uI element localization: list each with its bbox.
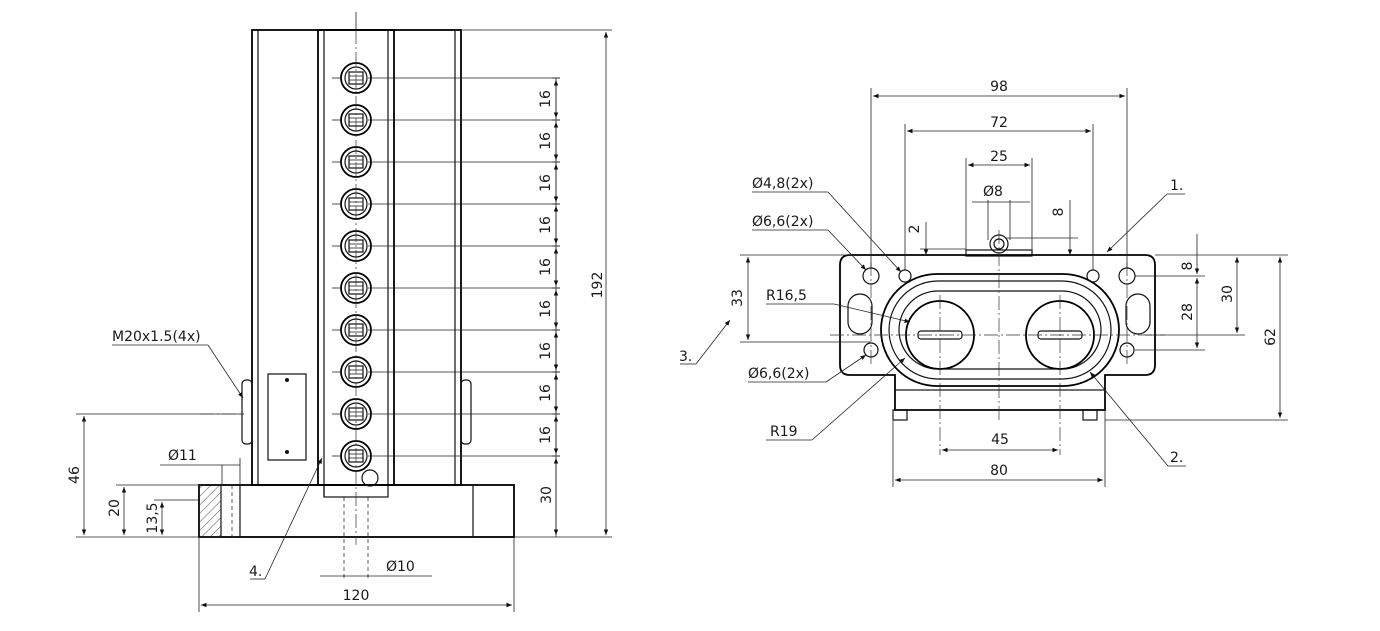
port-boss-right bbox=[460, 379, 472, 445]
dim-8-right: 8 bbox=[1180, 262, 1196, 271]
leader-d6-6-bottom bbox=[825, 354, 867, 383]
dim-25: 25 bbox=[990, 149, 1008, 165]
foot-right bbox=[1082, 409, 1098, 421]
pitch-label: 16 bbox=[538, 132, 554, 150]
dim-33: 33 bbox=[730, 289, 746, 307]
dim-20: 20 bbox=[107, 499, 123, 517]
slot-right bbox=[1125, 293, 1151, 335]
thread-label: M20x1.5(4x) bbox=[112, 329, 201, 345]
dim-d8: Ø8 bbox=[983, 184, 1003, 200]
pitch-label: 16 bbox=[538, 384, 554, 402]
dim-192: 192 bbox=[590, 272, 606, 299]
thread-leader bbox=[207, 344, 244, 399]
drain-plug bbox=[361, 469, 379, 487]
valve-inner-ring bbox=[344, 402, 368, 426]
callout-4-leader bbox=[264, 457, 323, 580]
pitch-labels: 16 16 16 16 16 16 16 16 16 bbox=[538, 80, 559, 535]
dim-45: 45 bbox=[991, 432, 1009, 448]
pitch-label: 16 bbox=[538, 90, 554, 108]
stadium-outer bbox=[880, 273, 1120, 387]
nameplate-screw-top bbox=[285, 378, 289, 382]
stadium-core bbox=[898, 290, 1102, 370]
top-view: 98 72 25 Ø8 8 2 33 bbox=[679, 79, 1288, 487]
dim-d11: Ø11 bbox=[168, 448, 197, 464]
pitch-label: 16 bbox=[538, 258, 554, 276]
base-plate bbox=[198, 484, 515, 538]
dim-62: 62 bbox=[1263, 328, 1279, 346]
label-r16-5: R16,5 bbox=[766, 288, 807, 304]
pitch-label: 16 bbox=[538, 426, 554, 444]
label-d6-6-bottom: Ø6,6(2x) bbox=[748, 366, 809, 382]
foot-left bbox=[892, 409, 908, 421]
callout-3-leader bbox=[695, 319, 731, 365]
pitch-label: 16 bbox=[538, 216, 554, 234]
dim-98: 98 bbox=[990, 79, 1008, 95]
leader-r16-5 bbox=[833, 303, 911, 323]
leader-d4-8 bbox=[827, 191, 902, 273]
hole-4-8-right bbox=[1086, 269, 1100, 283]
label-d4-8: Ø4,8(2x) bbox=[752, 176, 813, 192]
lower-body bbox=[894, 389, 1106, 411]
leader-d6-6-top bbox=[827, 229, 867, 271]
dim-2: 2 bbox=[907, 225, 923, 234]
dim-120: 120 bbox=[343, 588, 370, 604]
callout-4: 4. bbox=[249, 564, 262, 580]
dim-8-top: 8 bbox=[1051, 208, 1067, 217]
valve-inner-ring bbox=[344, 66, 368, 90]
callout-3: 3. bbox=[679, 349, 692, 365]
dim-46: 46 bbox=[67, 466, 83, 484]
nameplate bbox=[267, 373, 307, 461]
dim-d10: Ø10 bbox=[386, 559, 415, 575]
stadium-inner bbox=[888, 280, 1112, 380]
section-hatch bbox=[198, 484, 222, 538]
pitch-label: 16 bbox=[538, 300, 554, 318]
callout-2-leader bbox=[1089, 371, 1169, 467]
dim-80: 80 bbox=[990, 463, 1008, 479]
callout-1-leader bbox=[1106, 193, 1168, 253]
label-d6-6-top: Ø6,6(2x) bbox=[752, 214, 813, 230]
dim-13-5: 13,5 bbox=[145, 502, 161, 533]
port-boss-left bbox=[241, 379, 253, 445]
front-view: 16 16 16 16 16 16 16 16 16 192 30 46 20 13,5 Ø11… bbox=[67, 12, 612, 612]
label-r19: R19 bbox=[770, 424, 798, 440]
callout-1: 1. bbox=[1170, 178, 1183, 194]
dim-30: 30 bbox=[1220, 285, 1236, 303]
callout-2: 2. bbox=[1170, 450, 1183, 466]
leader-r19 bbox=[811, 357, 906, 441]
nameplate-screw-bottom bbox=[285, 450, 289, 454]
pitch-label: 16 bbox=[538, 174, 554, 192]
dim-28: 28 bbox=[1180, 303, 1196, 321]
dim-72: 72 bbox=[990, 115, 1008, 131]
dim-30-bottom: 30 bbox=[539, 486, 555, 504]
pitch-extension-lines bbox=[332, 77, 560, 457]
pitch-label: 16 bbox=[538, 342, 554, 360]
slot-left bbox=[847, 293, 873, 335]
